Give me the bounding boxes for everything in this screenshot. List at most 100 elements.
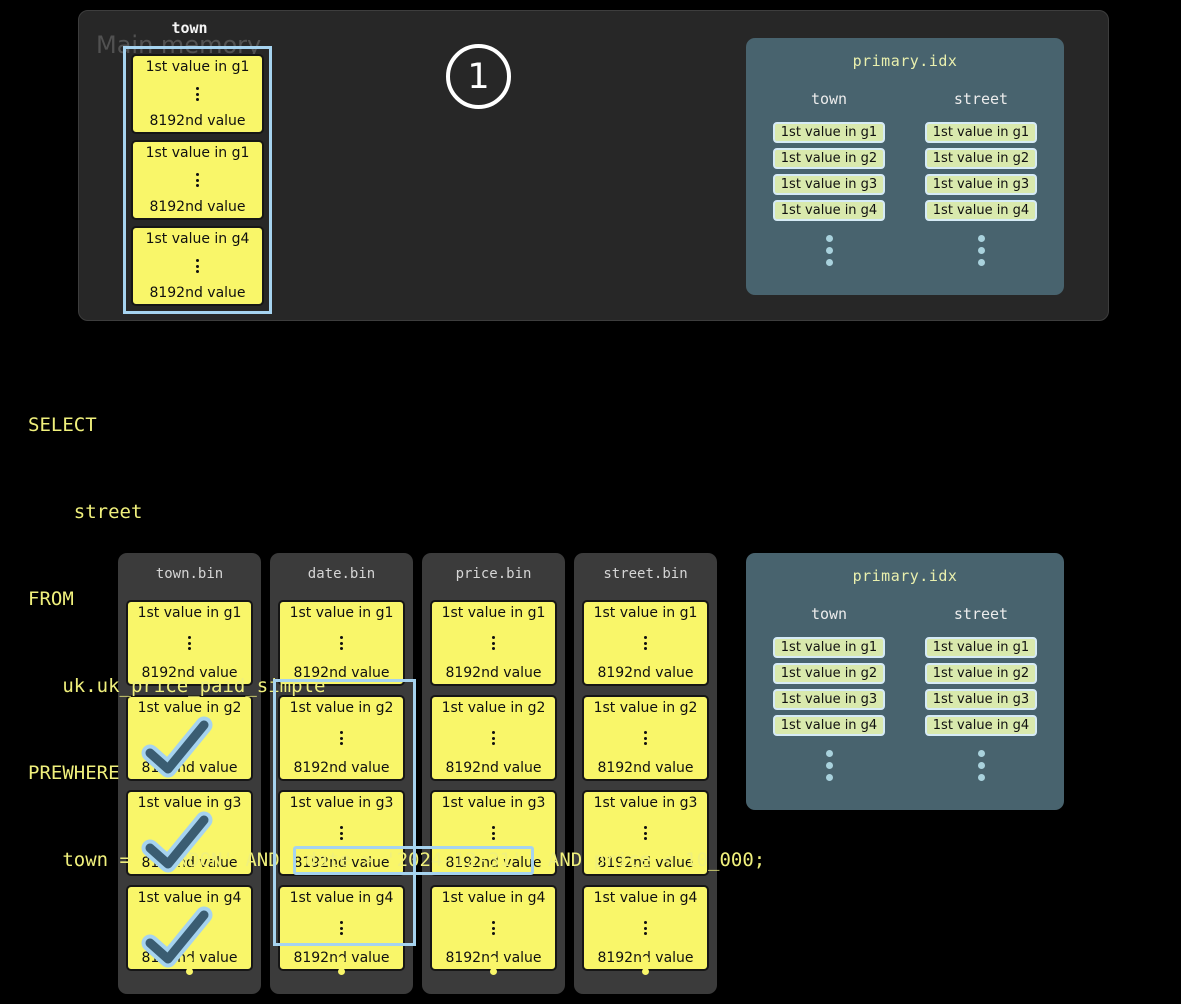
granule-last-value: 8192nd value [445,855,542,871]
idx-entry: 1st value in g1 [772,122,886,143]
sql-line: SELECT [28,414,97,436]
sql-line: PREWHERE [28,762,120,784]
granule-last-value: 8192nd value [597,760,694,776]
granule-block: 1st value in g1 8192nd value [131,140,264,220]
granule-last-value: 8192nd value [149,285,246,301]
vertical-ellipsis-icon [422,944,565,975]
granule-block: 1st value in g2 8192nd value [430,695,557,781]
idx-column-header-town: town [810,90,848,108]
idx-entry: 1st value in g2 [772,148,886,169]
granule-first-value: 1st value in g3 [593,795,698,811]
vertical-ellipsis-icon [196,85,199,104]
idx-column-street: street 1st value in g1 1st value in g2 1… [921,90,1041,266]
sql-line: uk.uk_price_paid_simple [28,675,326,697]
sql-query: SELECT street FROM uk.uk_price_paid_simp… [28,353,765,933]
sql-predicate-highlight-box: date > '2024-12-31' [293,846,535,875]
idx-column-town: town 1st value in g1 1st value in g2 1st… [769,605,889,781]
idx-entry: 1st value in g2 [924,663,1038,684]
granule-first-value: 1st value in g4 [593,890,698,906]
bin-file-date: date.bin 1st value in g1 8192nd value 1s… [270,553,416,994]
granule-last-value: 8192nd value [445,665,542,681]
granule-block: 1st value in g4 8192nd value [126,885,253,971]
granule-block: 1st value in g3 8192nd value [278,790,405,876]
vertical-ellipsis-icon [825,750,833,781]
idx-entry: 1st value in g4 [772,200,886,221]
granule-first-value: 1st value in g3 [289,795,394,811]
granule-first-value: 1st value in g1 [137,605,242,621]
vertical-ellipsis-icon [340,919,343,938]
idx-entry: 1st value in g2 [924,148,1038,169]
bin-file-town: town.bin 1st value in g1 8192nd value 1s… [118,553,261,994]
vertical-ellipsis-icon [644,634,647,653]
idx-entry: 1st value in g2 [772,663,886,684]
granule-last-value: 8192nd value [597,855,694,871]
idx-entry: 1st value in g1 [772,637,886,658]
primary-idx-panel-top: primary.idx town 1st value in g1 1st val… [746,38,1064,295]
granule-block: 1st value in g3 8192nd value [430,790,557,876]
idx-entry: 1st value in g4 [924,200,1038,221]
granule-first-value: 1st value in g1 [441,605,546,621]
granule-block: 1st value in g2 8192nd value [582,695,709,781]
granule-first-value: 1st value in g4 [137,890,242,906]
idx-entry: 1st value in g3 [924,174,1038,195]
idx-entry: 1st value in g1 [924,122,1038,143]
vertical-ellipsis-icon [492,729,495,748]
memory-column-label: town [171,19,208,37]
vertical-ellipsis-icon [340,634,343,653]
idx-column-town: town 1st value in g1 1st value in g2 1st… [769,90,889,266]
granule-first-value: 1st value in g1 [145,145,250,161]
vertical-ellipsis-icon [977,750,985,781]
idx-entry: 1st value in g3 [924,689,1038,710]
granule-block: 1st value in g1 8192nd value [126,600,253,686]
granule-block: 1st value in g4 8192nd value [131,226,264,306]
vertical-ellipsis-icon [644,919,647,938]
granule-last-value: 8192nd value [293,665,390,681]
vertical-ellipsis-icon [196,257,199,276]
bin-file-name: price.bin [455,566,532,582]
vertical-ellipsis-icon [118,944,261,975]
granule-first-value: 1st value in g1 [145,59,250,75]
primary-idx-title: primary.idx [852,567,958,585]
granule-first-value: 1st value in g4 [441,890,546,906]
vertical-ellipsis-icon [644,824,647,843]
bin-file-name: town.bin [155,566,224,582]
granule-first-value: 1st value in g4 [145,231,250,247]
vertical-ellipsis-icon [492,824,495,843]
bin-file-name: street.bin [603,566,688,582]
sql-line: street [28,501,143,523]
granule-last-value: 8192nd value [149,113,246,129]
step-number: 1 [467,56,490,97]
granule-first-value: 1st value in g3 [441,795,546,811]
sql-line: FROM [28,588,74,610]
idx-column-header-town: town [810,605,848,623]
granule-block: 1st value in g1 8192nd value [582,600,709,686]
granule-first-value: 1st value in g2 [137,700,242,716]
granule-first-value: 1st value in g2 [289,700,394,716]
granule-first-value: 1st value in g4 [289,890,394,906]
vertical-ellipsis-icon [644,729,647,748]
granule-block: 1st value in g4 8192nd value [430,885,557,971]
memory-town-column: 1st value in g1 8192nd value 1st value i… [123,46,272,314]
granule-last-value: 8192nd value [445,760,542,776]
granule-first-value: 1st value in g3 [137,795,242,811]
vertical-ellipsis-icon [492,919,495,938]
vertical-ellipsis-icon [270,944,413,975]
bin-file-price: price.bin 1st value in g1 8192nd value 1… [422,553,565,994]
vertical-ellipsis-icon [977,235,985,266]
primary-idx-title: primary.idx [852,52,958,70]
idx-entry: 1st value in g1 [924,637,1038,658]
granule-first-value: 1st value in g1 [593,605,698,621]
granule-first-value: 1st value in g2 [593,700,698,716]
granule-block: 1st value in g1 8192nd value [131,54,264,134]
granule-block: 1st value in g2 8192nd value [278,695,405,781]
primary-idx-panel-bottom: primary.idx town 1st value in g1 1st val… [746,553,1064,810]
vertical-ellipsis-icon [825,235,833,266]
idx-column-header-street: street [953,605,1009,623]
granule-first-value: 1st value in g2 [441,700,546,716]
sql-predicate-after: AND price < 10_000; [536,849,766,871]
vertical-ellipsis-icon [340,729,343,748]
idx-entry: 1st value in g4 [924,715,1038,736]
granule-block: 1st value in g3 8192nd value [582,790,709,876]
granule-last-value: 8192nd value [149,199,246,215]
